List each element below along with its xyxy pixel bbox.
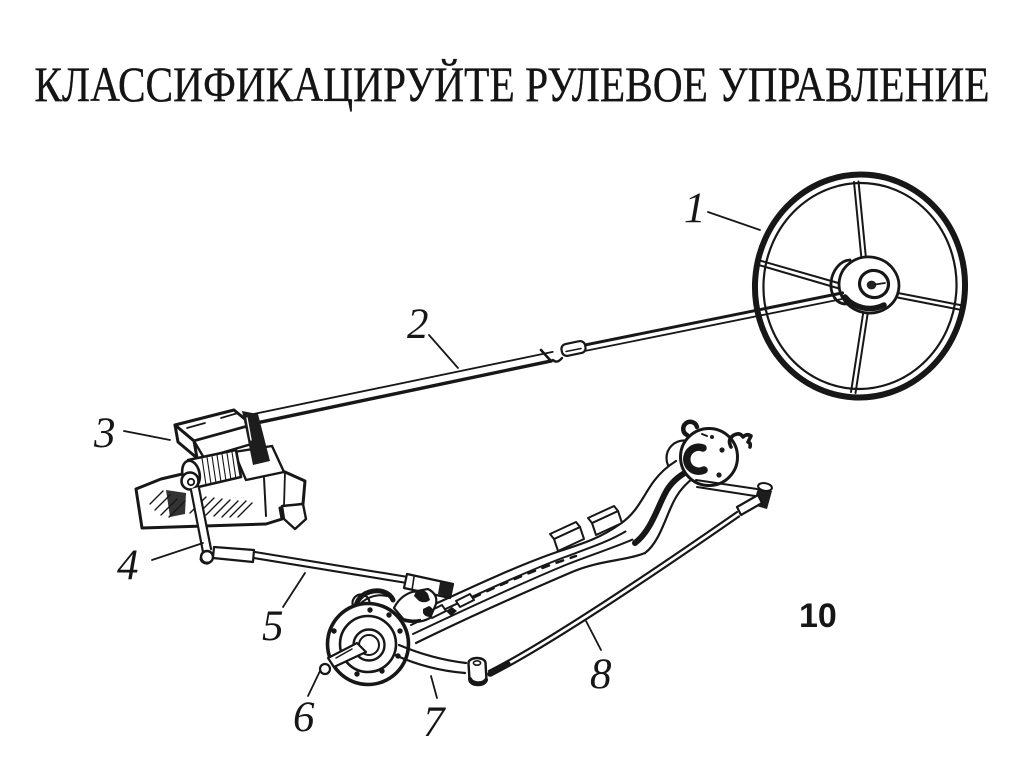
svg-text:2: 2	[407, 301, 429, 348]
svg-text:4: 4	[117, 542, 139, 589]
svg-text:1: 1	[684, 185, 706, 232]
svg-text:5: 5	[262, 603, 284, 650]
svg-text:10: 10	[799, 597, 837, 635]
svg-text:7: 7	[423, 699, 446, 746]
svg-text:6: 6	[293, 694, 315, 741]
svg-text:8: 8	[590, 651, 612, 698]
svg-text:3: 3	[93, 410, 116, 457]
